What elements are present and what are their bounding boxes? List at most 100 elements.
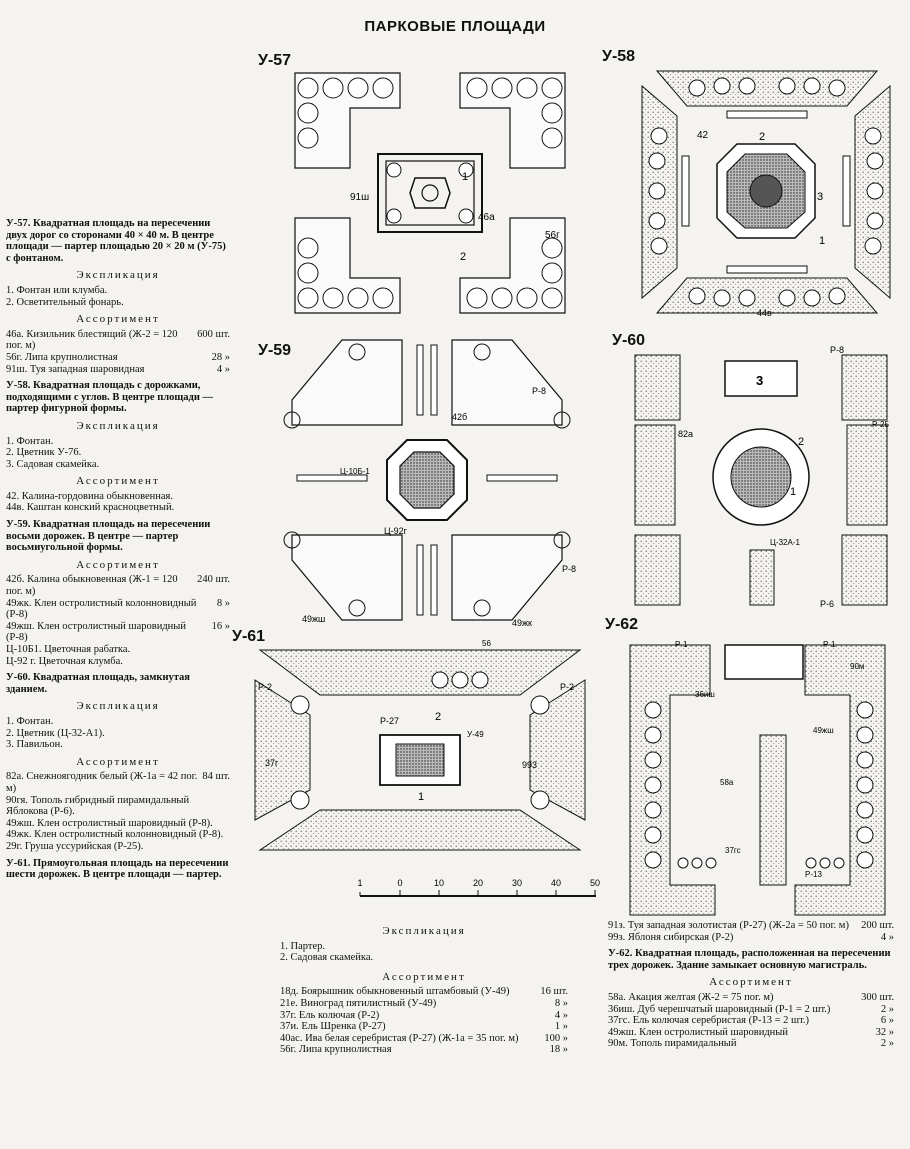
callout: 3 [756, 373, 763, 388]
callout: У-49 [467, 730, 484, 739]
callout: Р-8 [830, 345, 844, 355]
callout: Р-2 [560, 682, 574, 692]
list-item: 2. Осветительный фонарь. [6, 296, 124, 308]
list-item: 40ас. Ива белая серебристая (Р-27) (Ж-1а… [280, 1032, 568, 1044]
list-item: Ц-10Б1. Цветочная рабатка. [6, 644, 131, 655]
list-item: 1. Фонтан. [6, 435, 54, 447]
callout: 1 [790, 486, 796, 498]
u58-expl-heading: Экспликация [76, 419, 160, 432]
u60-expl-heading: Экспликация [76, 700, 160, 713]
plan-u60: Р-8 3 82а Р-25 2 1 Ц-32А-1 Р-6 [634, 345, 889, 609]
page-title: ПАРКОВЫЕ ПЛОЩАДИ [364, 18, 546, 35]
callout: 42б [452, 412, 467, 422]
callout: Р-2 [258, 682, 272, 692]
list-item: 21е. Виноград пятилистный (У-49)8 » [280, 997, 568, 1009]
callout: Ц-10Б-1 [340, 467, 370, 476]
callout: 44в [757, 308, 772, 318]
list-item: 58а. Акация желтая (Ж-2 = 75 пог. м)300 … [608, 991, 894, 1003]
scale-tick: 1 [357, 878, 362, 888]
left-text-column: У-57. Квадратная площадь на пересечении … [6, 218, 230, 881]
callout: 3 [817, 191, 823, 203]
plan-u58: 42 2 3 1 44в [641, 70, 891, 318]
plan-label-u61: У-61 [232, 628, 266, 645]
list-item: 3. Садовая скамейка. [6, 458, 100, 470]
callout: Р-1 [675, 640, 688, 649]
callout: 82а [678, 429, 693, 439]
list-item: 46а. Кизильник блестящий (Ж-2 = 120 пог.… [6, 328, 230, 352]
list-item: 36иш. Дуб черешчатый шаровидный (Р-1 = 2… [608, 1003, 894, 1015]
list-item: 3. Павильон. [6, 739, 63, 751]
u60-description: У-60. Квадратная площадь, замкнутая здан… [6, 672, 190, 695]
scale-tick: 0 [397, 878, 402, 888]
u58-assort-heading: Ассортимент [76, 475, 160, 488]
plan-label-u60: У-60 [612, 332, 646, 349]
list-item: 2. Цветник У-76. [6, 447, 82, 459]
plan-u59: Р-8 42б Ц-10Б-1 Ц-92г Р-8 49жш 49жк [283, 339, 576, 628]
u61-expl-heading: Экспликация [382, 925, 466, 937]
u59-description: У-59. Квадратная площадь на пересечении … [6, 519, 211, 554]
plan-u62: Р-1 Р-1 90м 36иш 49жш 58а 37гс Р-13 [629, 640, 886, 916]
list-item: 1. Фонтан. [6, 715, 54, 727]
callout: Ц-92г [384, 526, 408, 536]
list-item: 91з. Туя западная золотистая (Р-27) (Ж-2… [608, 920, 894, 931]
callout: 1 [418, 791, 424, 803]
list-item: 2. Садовая скамейка. [280, 952, 374, 964]
list-item: 29г. Груша уссурийская (Р-25). [6, 840, 144, 852]
callout: Р-27 [380, 716, 399, 726]
callout: 36иш [695, 690, 715, 699]
callout: 58а [720, 778, 734, 787]
list-item: 18д. Боярышник обыкновенный штамбовый (У… [280, 986, 568, 998]
scale-tick: 30 [512, 878, 522, 888]
scale-tick: 10 [434, 878, 444, 888]
callout: 42 [697, 130, 709, 141]
scale-tick: 20 [473, 878, 483, 888]
callout: 37гс [725, 846, 741, 855]
list-item: 42б. Калина обыкновенная (Ж-1 = 120 пог.… [6, 574, 230, 598]
callout: 56 [482, 640, 491, 648]
callout: 56г [545, 230, 560, 241]
callout: 1 [819, 235, 825, 247]
u61-assort-heading: Ассортимент [382, 970, 466, 983]
callout: 37г [265, 758, 279, 768]
list-item: 1. Фонтан или клумба. [6, 284, 108, 296]
u59-assort-heading: Ассортимент [76, 558, 160, 571]
u57-description: У-57. Квадратная площадь на пересечении … [6, 218, 226, 264]
scale-tick: 40 [551, 878, 561, 888]
list-item: 90гя. Тополь гибридный пирамидальный Ябл… [6, 794, 190, 818]
callout: 1 [462, 171, 468, 183]
plan-label-u58: У-58 [602, 48, 636, 65]
list-item: Ц-92 г. Цветочная клумба. [6, 655, 123, 667]
callout: 49жш [813, 726, 834, 735]
list-item: 49жш. Клен остролистный шаровидный (Р-8)… [6, 620, 230, 644]
list-item: 42. Калина-гордовина обыкновенная. [6, 490, 174, 502]
callout: Ц-32А-1 [770, 538, 800, 547]
scale-tick: 50 [590, 878, 600, 888]
callout: 90м [850, 662, 864, 671]
u61-description: У-61. Прямоугольная площадь на пересечен… [6, 857, 229, 881]
callout: 2 [460, 251, 466, 263]
callout: 2 [435, 711, 441, 723]
u57-assort-heading: Ассортимент [76, 313, 160, 326]
list-item: 82а. Снежноягодник белый (Ж-1а = 42 пог.… [6, 771, 230, 794]
u60-assort-heading: Ассортимент [76, 755, 160, 768]
plan-u61: 56 Р-2 Р-2 Р-27 2 У-49 37г 993 1 [254, 640, 586, 851]
plan-label-u57: У-57 [258, 52, 292, 69]
list-item: 37гс. Ель колючая серебристая (Р-13 = 2 … [608, 1015, 894, 1027]
u57-expl-heading: Экспликация [76, 269, 160, 282]
callout: Р-13 [805, 870, 822, 879]
u62-assort-heading: Ассортимент [709, 976, 793, 989]
plan-u57: 1 2 91ш 46а 56г [294, 72, 566, 314]
callout: 49жш [302, 614, 325, 624]
list-item: 2. Цветник (Ц-32-А1). [6, 727, 105, 739]
plan-label-u62: У-62 [605, 616, 639, 633]
list-item: 99з. Яблоня сибирская (Р-2)4 » [608, 931, 894, 943]
list-item: 49жк. Клен остролистный колонновидный (Р… [6, 829, 224, 841]
callout: Р-8 [532, 386, 546, 396]
callout: 91ш [350, 192, 369, 203]
u62-description: У-62. Квадратная площадь, расположенная … [608, 948, 891, 971]
